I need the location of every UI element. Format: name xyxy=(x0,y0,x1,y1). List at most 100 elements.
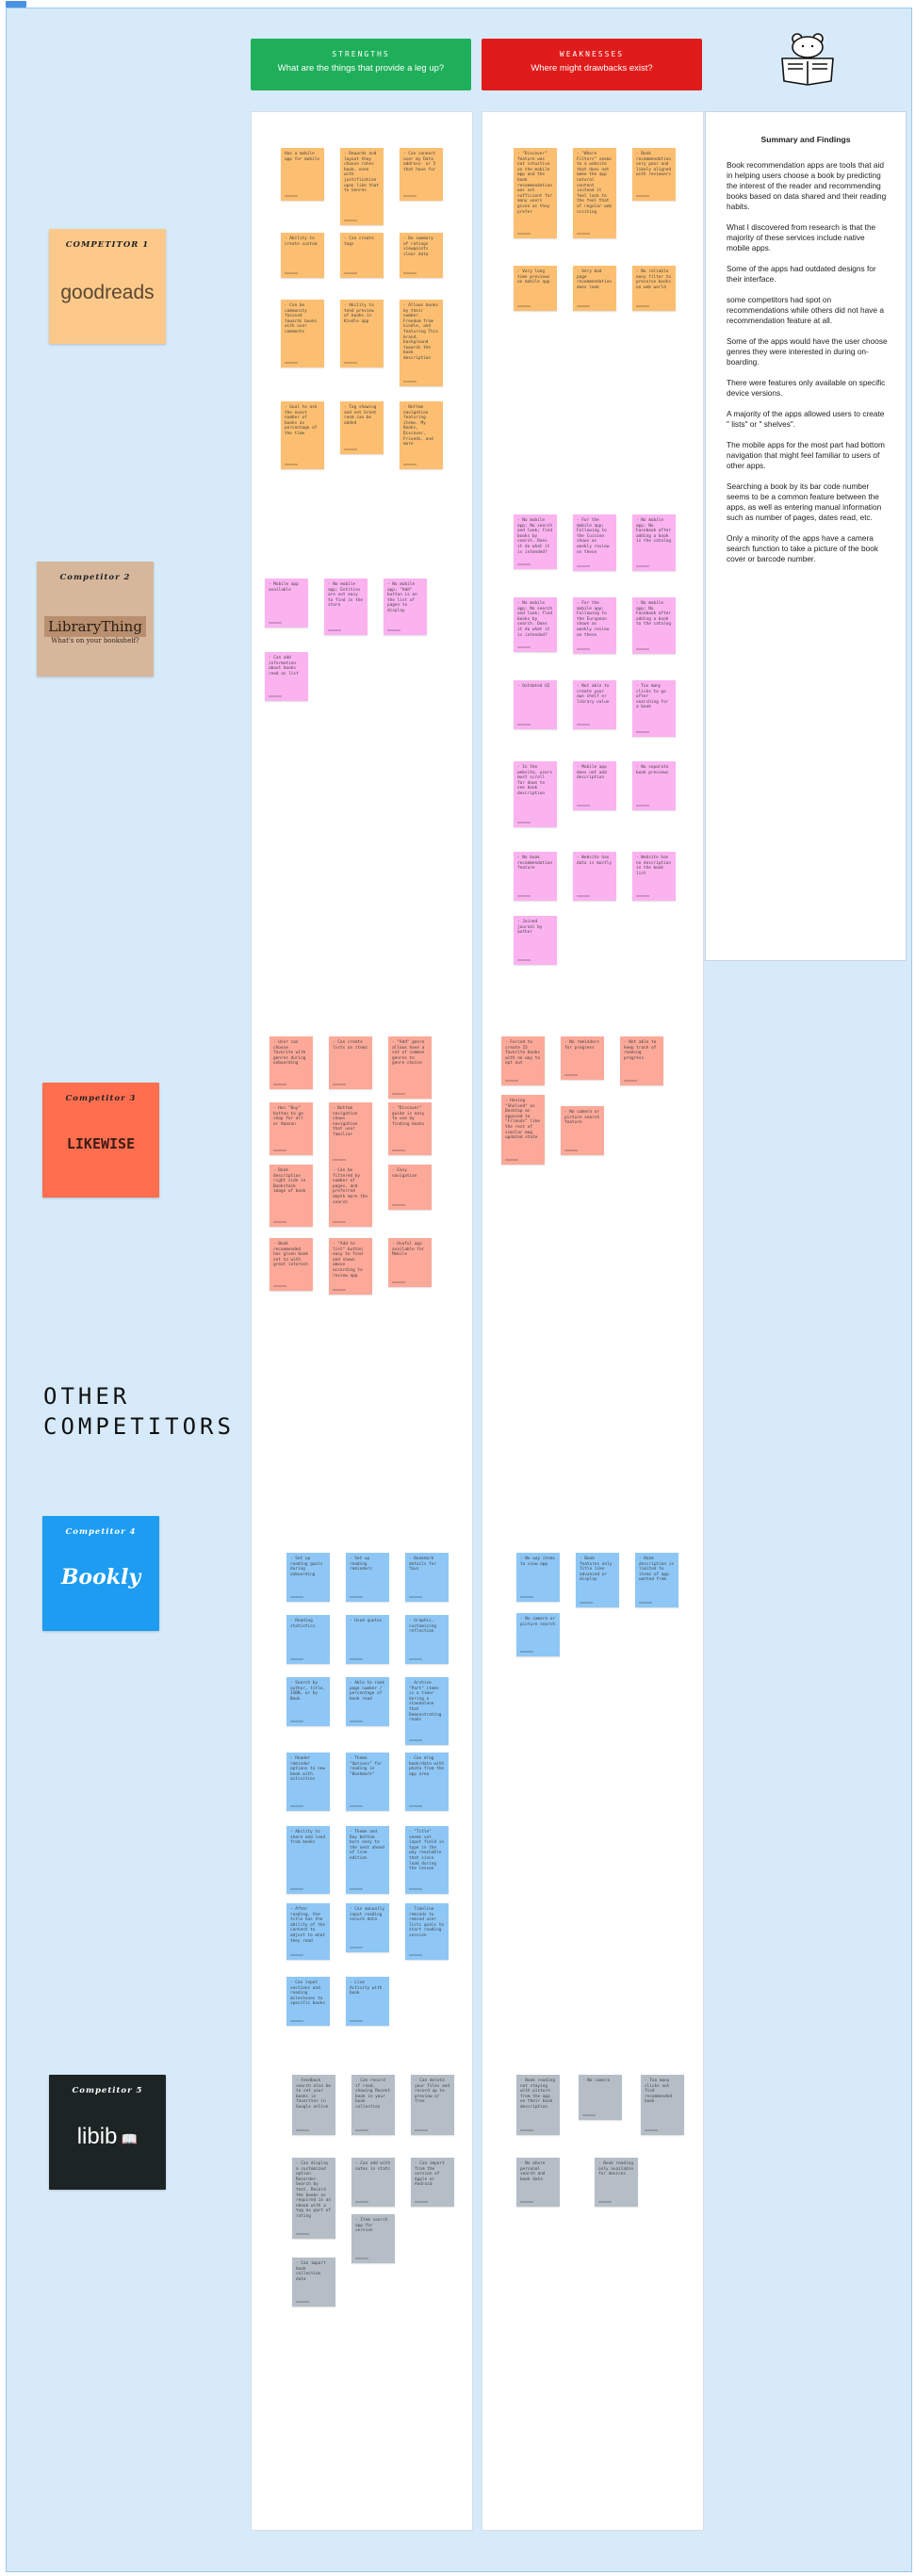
sticky-note[interactable]: - No reliable easy filter to preserve bo… xyxy=(632,266,676,311)
sticky-note[interactable]: - Can delete your files and record up to… xyxy=(411,2075,454,2135)
sticky-note[interactable]: - "Add to list" button easy to find and … xyxy=(329,1238,372,1295)
sticky-note[interactable]: - "Add" genre allows have a set of commo… xyxy=(388,1036,432,1099)
sticky-note[interactable]: - Easy navigation xyxy=(388,1165,432,1210)
sticky-note[interactable]: - No mobile app; "Add" button is on the … xyxy=(384,579,427,635)
sticky-note[interactable]: - Too many clicks to go after searching … xyxy=(632,680,676,737)
sticky-note[interactable]: - For the mobile app; Following to the E… xyxy=(573,597,616,654)
sticky-note[interactable]: - Too many clicks not find recommended b… xyxy=(641,2075,684,2135)
sticky-note[interactable]: - Rewards and layout they choose rates b… xyxy=(340,148,384,225)
sticky-note[interactable]: - Can manually input reading secure data xyxy=(346,1903,389,1952)
sticky-note[interactable]: - Bottom navigation featuring items. My … xyxy=(400,401,443,469)
sticky-note[interactable]: - Book recommended has given book set to… xyxy=(270,1238,313,1291)
sticky-note[interactable]: - Can connect user my Data address- or 5… xyxy=(400,148,443,201)
sticky-note[interactable]: - Can import book collection data xyxy=(292,2258,335,2307)
sticky-note[interactable]: - No mobile app; No Facebook after addin… xyxy=(632,597,676,654)
sticky-note[interactable]: - Not able to keep track of reading prog… xyxy=(620,1036,663,1085)
sticky-note[interactable]: - Able to rank page number / percentage … xyxy=(346,1677,389,1726)
sticky-note[interactable]: - Mobile app does not add description xyxy=(573,761,616,810)
sticky-note[interactable]: - Book description is limited to items o… xyxy=(635,1553,678,1607)
competitor-2-card[interactable]: Competitor 2 LibraryThing What's on your… xyxy=(37,562,154,677)
sticky-note[interactable]: - Do summary of ratings viewpoints clear… xyxy=(400,233,443,278)
sticky-note[interactable]: - Joined journal by author xyxy=(514,916,557,965)
sticky-note[interactable]: - Theme "Options" for reading in "Bookma… xyxy=(346,1753,389,1811)
sticky-note[interactable]: - Live Activity with book xyxy=(346,1977,389,2026)
sticky-note[interactable]: - No way items to view app xyxy=(516,1553,560,1602)
sticky-note[interactable]: - Can record if read, showing Recent boo… xyxy=(351,2075,395,2135)
sticky-note[interactable]: - Search by author, title, ISBN, or by B… xyxy=(286,1677,330,1726)
sticky-note[interactable]: - Set up reading goals during onboarding xyxy=(286,1553,330,1602)
competitor-3-card[interactable]: Competitor 3 LIKEWISE xyxy=(42,1083,159,1198)
sticky-note[interactable]: - Used quotes xyxy=(346,1615,389,1664)
sticky-note[interactable]: - Goal to ask the exact number of books … xyxy=(281,401,324,469)
sticky-note[interactable]: - Bottom navigation shows navigation tha… xyxy=(329,1102,372,1165)
sticky-note[interactable]: - Has "Buy" button to go shop for all or… xyxy=(270,1102,313,1155)
sticky-note[interactable]: - Can input sections and reading milesto… xyxy=(286,1977,330,2026)
sticky-note[interactable]: - Can be filtered by number of pages, an… xyxy=(329,1165,372,1227)
sticky-note[interactable]: - Set up reading reminders xyxy=(346,1553,389,1602)
sticky-note[interactable]: - Having "Shelved" as Desktop as opposed… xyxy=(501,1095,545,1165)
sticky-note[interactable]: - Ability to share and lend from books xyxy=(286,1826,330,1894)
sticky-note[interactable]: - Book description right side in Booksta… xyxy=(270,1165,313,1227)
sticky-note[interactable]: - "Title" seems set input field in type … xyxy=(405,1826,449,1894)
sticky-note[interactable]: - No book recommendation feature xyxy=(514,852,557,901)
sticky-note[interactable]: - Can create lists on items xyxy=(329,1036,372,1089)
sticky-note[interactable]: - "Discover" feature was not intuitive o… xyxy=(514,148,557,238)
sticky-note[interactable]: - Can be community focused towards books… xyxy=(281,300,324,367)
sticky-note[interactable]: - No mobile app; No Facebook after addin… xyxy=(632,514,676,571)
sticky-note[interactable]: - Outdated UI xyxy=(514,680,557,729)
frame-label[interactable] xyxy=(6,1,26,8)
competitor-5-card[interactable]: Competitor 5 libib 📖 xyxy=(49,2075,166,2190)
sticky-note[interactable]: - Forced to create 15 favorite books wit… xyxy=(501,1036,545,1085)
sticky-note[interactable]: - Book reading not staying with picture … xyxy=(516,2075,560,2135)
sticky-note[interactable]: - Allows books by their number. Freedom … xyxy=(400,300,443,386)
sticky-note[interactable]: - Can add information about books read a… xyxy=(265,652,308,701)
sticky-note[interactable]: - Can drag book/data with photo from the… xyxy=(405,1753,449,1811)
summary-paragraph: some competitors had spot on recommendat… xyxy=(727,295,884,325)
sticky-note[interactable]: - Graphic, customizing reflection xyxy=(405,1615,449,1664)
sticky-note[interactable]: - No camera or picture search feature xyxy=(561,1106,604,1155)
sticky-note[interactable]: - Reader reminder options to new book wi… xyxy=(286,1753,330,1811)
sticky-note[interactable]: - Very long time previews on mobile app xyxy=(514,266,557,311)
librarything-logo: LibraryThing What's on your bookshelf? xyxy=(37,616,154,644)
sticky-note[interactable]: - Theme and Day bottom bars easy to the … xyxy=(346,1826,389,1894)
sticky-note[interactable]: - "Discover" guide is easy to use by fin… xyxy=(388,1102,432,1155)
sticky-note[interactable]: - Website has no description in the book… xyxy=(632,852,676,901)
sticky-note[interactable]: - In the website, users must scroll far … xyxy=(514,761,557,827)
sticky-note[interactable]: - "Where Filters" seems to a website tha… xyxy=(573,148,616,238)
sticky-note[interactable]: - Timeline reminds to remind user lists … xyxy=(405,1903,449,1960)
sticky-note[interactable]: - After reading, the title has the abili… xyxy=(286,1903,330,1960)
sticky-note[interactable]: - Tag showing and not Great room can be … xyxy=(340,401,384,454)
sticky-note[interactable]: - No reminders for progress xyxy=(561,1036,604,1080)
sticky-note[interactable]: - Reading statistics xyxy=(286,1615,330,1664)
sticky-note[interactable]: - Mobile app available xyxy=(265,579,308,628)
sticky-note[interactable]: - Can create tags xyxy=(340,233,384,278)
sticky-note[interactable]: - Can display a customized option Record… xyxy=(292,2158,335,2239)
sticky-note[interactable]: - Can import from the version of Apple o… xyxy=(411,2158,454,2207)
sticky-note[interactable]: - For the mobile app; Following to the C… xyxy=(573,514,616,571)
sticky-note[interactable]: - No where personal search and book data xyxy=(516,2158,560,2207)
sticky-note[interactable]: - Useful app available for Mobile xyxy=(388,1238,432,1287)
sticky-note[interactable]: - No camera xyxy=(579,2075,622,2120)
sticky-note[interactable]: - No mobile app; Entities are not easy t… xyxy=(324,579,368,635)
sticky-note[interactable]: - Book features only Title like advanced… xyxy=(576,1553,619,1607)
sticky-note[interactable]: - Website has data is mostly xyxy=(573,852,616,901)
sticky-note[interactable]: - Ability to tend preview of books in Ki… xyxy=(340,300,384,367)
sticky-note[interactable]: - Feedback search also be to set your bo… xyxy=(292,2075,335,2135)
sticky-note[interactable]: - No mobile app; No search and look; fin… xyxy=(514,597,557,652)
sticky-note[interactable]: - No camera or picture search xyxy=(516,1613,560,1656)
sticky-note[interactable]: - Archive "Part" items is a timer during… xyxy=(405,1677,449,1745)
sticky-note[interactable]: - Book reading only available for device… xyxy=(595,2158,638,2207)
sticky-note[interactable]: - User can choose favorite with genres d… xyxy=(270,1036,313,1089)
competitor-4-card[interactable]: Competitor 4 Bookly xyxy=(42,1516,159,1631)
sticky-note[interactable]: - Can add with notes in stats xyxy=(351,2158,395,2207)
sticky-note[interactable]: - No separate book previews xyxy=(632,761,676,810)
competitor-1-card[interactable]: COMPETITOR 1 goodreads xyxy=(49,229,166,344)
sticky-note[interactable]: - Ability to create custom xyxy=(281,233,324,278)
sticky-note[interactable]: - Very bad page recommendation does look xyxy=(573,266,616,311)
sticky-note[interactable]: Has a mobile app for mobile xyxy=(281,148,324,201)
sticky-note[interactable]: - Bookmark details for favs xyxy=(405,1553,449,1602)
sticky-note[interactable]: - Book recommendation very poor and like… xyxy=(632,148,676,201)
sticky-note[interactable]: - Item search app for version xyxy=(351,2214,395,2263)
sticky-note[interactable]: - Not able to create your own shelf or l… xyxy=(573,680,616,729)
sticky-note[interactable]: - No mobile app; No search and look; fin… xyxy=(514,514,557,569)
